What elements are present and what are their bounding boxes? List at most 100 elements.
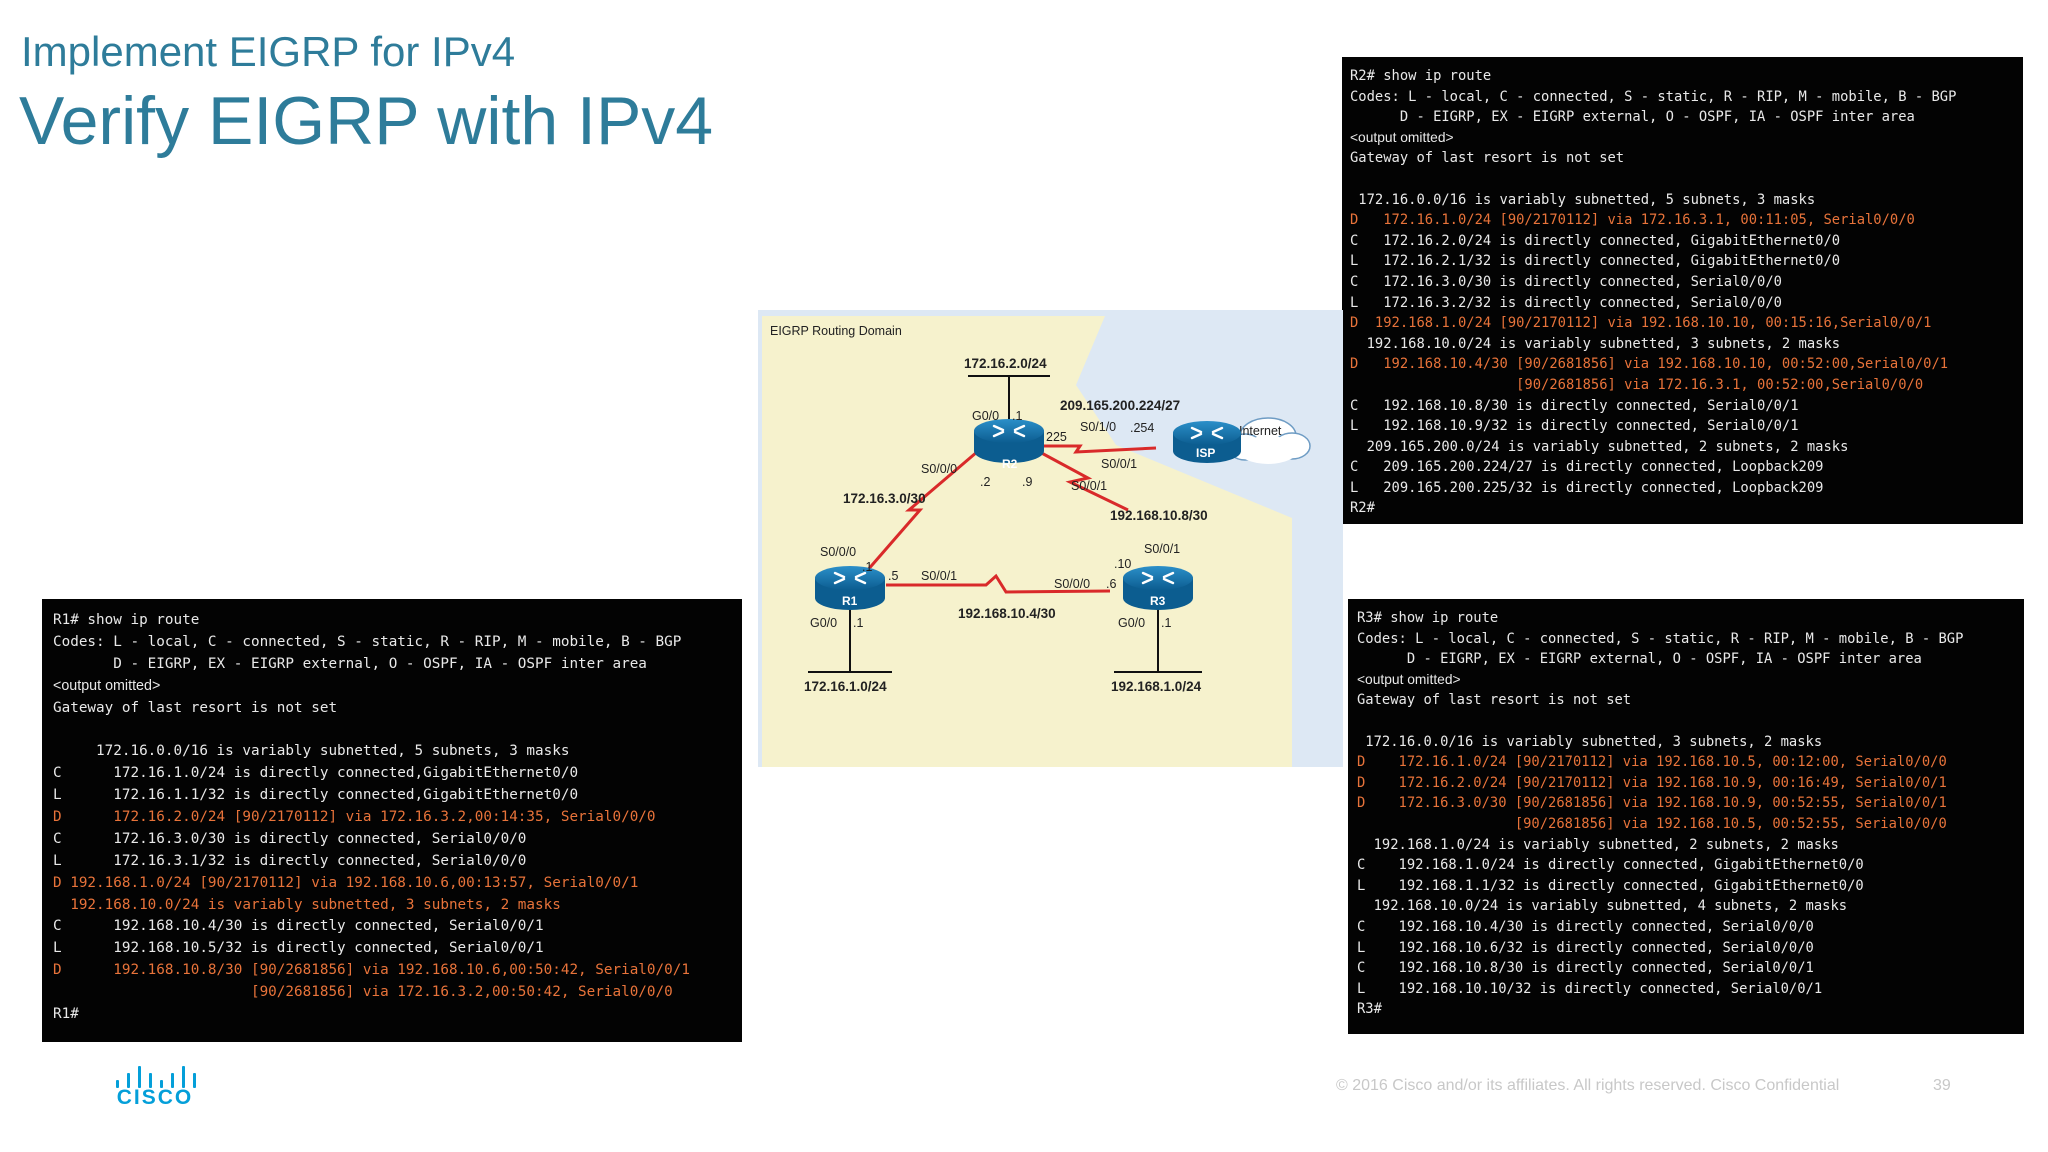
output-line: Codes: L - local, C - connected, S - sta… [1350, 88, 1957, 105]
output-line: L 192.168.10.6/32 is directly connected,… [1357, 939, 1814, 956]
if-isp-s001: S0/0/1 [1101, 457, 1137, 471]
output-line: C 172.16.2.0/24 is directly connected, G… [1350, 232, 1841, 249]
link-r2-isp [1044, 444, 1157, 454]
output-line: L 209.165.200.225/32 is directly connect… [1350, 479, 1824, 496]
net-r3-lan: 192.168.1.0/24 [1111, 679, 1202, 694]
eigrp-route-line: [90/2681856] via 172.16.3.2,00:50:42, Se… [53, 984, 673, 1001]
if-r3-s000-host: .6 [1106, 577, 1116, 591]
output-line: L 192.168.10.9/32 is directly connected,… [1350, 418, 1799, 435]
output-line: Gateway of last resort is not set [1350, 150, 1625, 167]
output-line: 172.16.0.0/16 is variably subnetted, 3 s… [1357, 733, 1823, 750]
link-r2-r3 [1035, 448, 1129, 512]
if-r2-s001-host: .9 [1022, 475, 1032, 489]
output-line: C 192.168.1.0/24 is directly connected, … [1357, 857, 1864, 874]
output-line: L 192.168.10.10/32 is directly connected… [1357, 980, 1823, 997]
router-r3: R3 [1123, 566, 1193, 610]
output-line: 192.168.1.0/24 is variably subnetted, 2 … [1357, 836, 1839, 853]
if-r3-g0: G0/0 [1118, 616, 1145, 630]
net-r2-r3: 192.168.10.8/30 [1110, 508, 1208, 523]
output-line: L 172.16.2.1/32 is directly connected, G… [1350, 253, 1841, 270]
eigrp-route-line: D 172.16.3.0/30 [90/2681856] via 192.168… [1357, 795, 1947, 812]
cisco-logo: CISCO [112, 1066, 198, 1110]
internet-label: Internet [1239, 424, 1282, 438]
net-r1-r3: 192.168.10.4/30 [958, 606, 1056, 621]
output-line: Codes: L - local, C - connected, S - sta… [1357, 630, 1964, 647]
eigrp-route-line: D 172.16.1.0/24 [90/2170112] via 192.168… [1357, 754, 1947, 771]
if-r2-s010: S0/1/0 [1080, 420, 1116, 434]
output-line: 192.168.10.0/24 is variably subnetted, 4… [1357, 898, 1848, 915]
prompt-line: R3# show ip route [1357, 610, 1499, 626]
net-r2-lan: 172.16.2.0/24 [964, 356, 1047, 371]
prompt-line: R2# show ip route [1350, 68, 1492, 84]
eigrp-route-line: D 192.168.1.0/24 [90/2170112] via 192.16… [53, 874, 639, 891]
eigrp-topology-diagram: EIGRP Routing Domain Internet [758, 310, 1343, 767]
router-r1-label: R1 [842, 594, 858, 608]
router-r1: R1 [815, 566, 885, 610]
output-line: C 192.168.10.4/30 is directly connected,… [1357, 918, 1814, 935]
eigrp-route-line: [90/2681856] via 172.16.3.1, 00:52:00,Se… [1350, 376, 1924, 393]
output-line: L 172.16.3.1/32 is directly connected, S… [53, 852, 527, 869]
output-line: D - EIGRP, EX - EIGRP external, O - OSPF… [1357, 651, 1922, 668]
if-r1-s001: S0/0/1 [921, 569, 957, 583]
output-line: C 192.168.10.8/30 is directly connected,… [1350, 397, 1799, 414]
if-r2-s000: S0/0/0 [921, 462, 957, 476]
output-line: C 172.16.1.0/24 is directly connected,Gi… [53, 765, 579, 782]
output-line: 172.16.0.0/16 is variably subnetted, 5 s… [53, 743, 570, 760]
output-line: 172.16.0.0/16 is variably subnetted, 5 s… [1350, 191, 1816, 208]
if-isp-host: .254 [1130, 421, 1154, 435]
output-line: <output omitted> [53, 677, 161, 694]
if-r2-s000-host: .2 [980, 475, 990, 489]
if-r3-g0-host: .1 [1161, 616, 1171, 630]
prompt-line: R1# [53, 1006, 79, 1023]
cisco-logo-word: CISCO [116, 1086, 194, 1109]
prompt-line: R1# show ip route [53, 612, 200, 628]
eigrp-route-line: D 192.168.1.0/24 [90/2170112] via 192.16… [1350, 315, 1932, 332]
if-r1-s001-host: .5 [888, 569, 898, 583]
if-r2-s010-host: 225 [1046, 430, 1067, 444]
eigrp-route-line: D 192.168.10.4/30 [90/2681856] via 192.1… [1350, 356, 1949, 373]
slide-title: Verify EIGRP with IPv4 [19, 83, 714, 159]
if-r1-g0: G0/0 [810, 616, 837, 630]
eigrp-route-line: D 172.16.2.0/24 [90/2170112] via 192.168… [1357, 774, 1947, 791]
router-r2: R2 [974, 419, 1044, 471]
output-line: Gateway of last resort is not set [53, 699, 338, 716]
net-r1-r2: 172.16.3.0/30 [843, 491, 926, 506]
slide-subtitle: Implement EIGRP for IPv4 [21, 28, 516, 75]
if-r2-g0-host: .1 [1012, 409, 1022, 423]
output-line [53, 719, 742, 741]
link-r1-r2 [864, 444, 985, 573]
output-line: C 192.168.10.4/30 is directly connected,… [53, 918, 544, 935]
output-line: C 192.168.10.8/30 is directly connected,… [1357, 960, 1814, 977]
output-line: L 172.16.1.1/32 is directly connected,Gi… [53, 787, 579, 804]
output-line: 192.168.10.0/24 is variably subnetted, 3… [1350, 335, 1841, 352]
page-number: 39 [1933, 1077, 1951, 1094]
output-line: D - EIGRP, EX - EIGRP external, O - OSPF… [53, 655, 647, 672]
eigrp-route-line: [90/2681856] via 192.168.10.5, 00:52:55,… [1357, 815, 1947, 832]
router-r3-label: R3 [1150, 594, 1166, 608]
net-r1-lan: 172.16.1.0/24 [804, 679, 887, 694]
output-line [1357, 711, 2024, 732]
router-isp-label: ISP [1196, 446, 1215, 460]
router-isp: ISP [1173, 421, 1241, 463]
prompt-line: R2# [1350, 500, 1375, 517]
if-r3-s000: S0/0/0 [1054, 577, 1090, 591]
output-line: 209.165.200.0/24 is variably subnetted, … [1350, 438, 1849, 455]
eigrp-domain-area [762, 316, 1292, 767]
link-r1-r3 [886, 573, 1111, 594]
if-r1-g0-host: .1 [853, 616, 863, 630]
output-line: C 172.16.3.0/30 is directly connected, S… [1350, 273, 1782, 290]
output-line: Codes: L - local, C - connected, S - sta… [53, 633, 682, 650]
net-isp-link: 209.165.200.224/27 [1060, 398, 1180, 413]
eigrp-route-line: 192.168.10.0/24 is variably subnetted, 3… [53, 896, 561, 913]
output-line [1350, 169, 2023, 190]
eigrp-route-line: D 172.16.1.0/24 [90/2170112] via 172.16.… [1350, 212, 1915, 229]
if-r2-s001: S0/0/1 [1071, 479, 1107, 493]
footer-copyright: © 2016 Cisco and/or its affiliates. All … [1336, 1077, 1840, 1094]
router-r2-label: R2 [1002, 457, 1018, 471]
output-line: L 172.16.3.2/32 is directly connected, S… [1350, 294, 1782, 311]
output-line: <output omitted> [1357, 671, 1461, 687]
if-r3-s001-host: .10 [1114, 557, 1131, 571]
